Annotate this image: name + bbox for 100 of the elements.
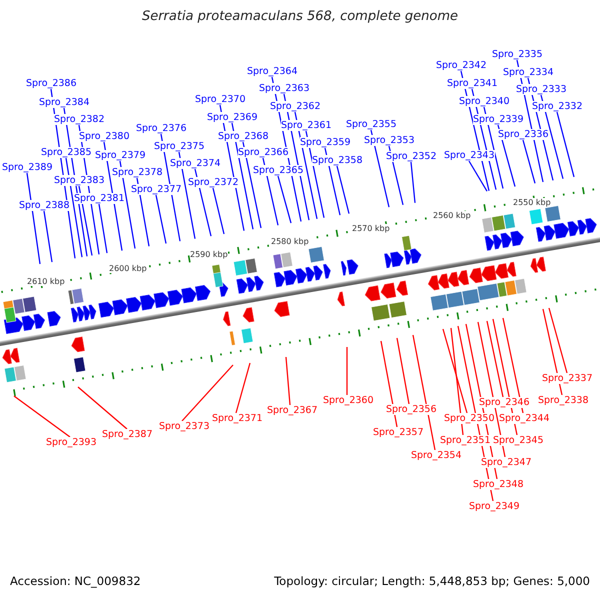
gene-label: Spro_2388 [19, 200, 70, 211]
genome-info-text: Topology: circular; Length: 5,448,853 bp; Genes: 5,000 [274, 574, 590, 588]
leader-line [43, 210, 53, 262]
leader-line [98, 204, 108, 254]
leader-line [450, 328, 464, 436]
leader-line [26, 172, 41, 264]
scale-label: 2550 kbp [513, 198, 551, 207]
gene-label: Spro_2377 [131, 184, 182, 195]
gene-label: Spro_2342 [436, 60, 486, 71]
gene-label: Spro_2351 [440, 435, 490, 446]
gene-label: Spro_2353 [364, 135, 414, 146]
leader-line [305, 130, 325, 218]
gene-label: Spro_2381 [74, 193, 124, 204]
gene-label: Spro_2339 [473, 114, 524, 125]
gene-label: Spro_2360 [323, 395, 374, 406]
leader-line [231, 122, 254, 230]
gene-label: Spro_2373 [159, 421, 210, 432]
gene-label: Spro_2337 [542, 373, 592, 384]
gene-label: Spro_2356 [386, 404, 436, 415]
gene-label: Spro_2380 [79, 131, 130, 142]
leader-line [182, 364, 234, 422]
leader-line [178, 152, 196, 239]
gene-label: Spro_2376 [136, 123, 186, 134]
gene-label: Spro_2350 [444, 413, 494, 424]
gene-label: Spro_2385 [41, 147, 92, 158]
gene-label: Spro_2370 [195, 94, 246, 105]
leader-line [522, 140, 536, 184]
scale-label: 2610 kbp [27, 277, 65, 286]
gene-label: Spro_2333 [516, 84, 566, 95]
gene-label: Spro_2379 [95, 150, 146, 161]
gene-label: Spro_2332 [532, 101, 582, 112]
gene-label: Spro_2336 [498, 129, 548, 140]
gene-label: Spro_2359 [300, 137, 350, 148]
leader-line [442, 328, 468, 414]
leader-line [486, 320, 504, 398]
gene-label: Spro_2334 [503, 67, 554, 78]
gene-label: Spro_2378 [112, 167, 162, 178]
leader-line [277, 176, 292, 224]
gene-label: Spro_2358 [312, 155, 362, 166]
leader-line [502, 318, 524, 414]
scale-label: 2570 kbp [352, 224, 390, 234]
gene-label: Spro_2383 [54, 175, 104, 186]
gene-label: Spro_2368 [218, 131, 268, 142]
gene-label: Spro_2348 [473, 479, 524, 490]
leader-line [410, 162, 416, 203]
gene-label: Spro_2365 [253, 165, 304, 176]
leader-line [14, 396, 70, 438]
gene-label: Spro_2338 [538, 395, 588, 406]
leader-line [380, 340, 398, 428]
leader-line [548, 308, 568, 374]
accession-text: Accession: NC_009832 [10, 574, 141, 588]
scale-label: 2600 kbp [109, 264, 147, 273]
leader-line [65, 158, 83, 258]
leader-line [412, 334, 436, 450]
leader-line [136, 178, 150, 246]
scale-label: 2560 kbp [433, 210, 471, 220]
leader-line [556, 112, 575, 178]
leader-line [285, 356, 291, 406]
scale-label: 2580 kbp [271, 237, 309, 246]
leader-line [396, 338, 410, 404]
gene-label: Spro_2369 [207, 112, 258, 123]
gene-label: Spro_2352 [386, 151, 436, 162]
leader-line [542, 308, 563, 396]
gene-label: Spro_2341 [447, 78, 498, 89]
gene-label: Spro_2347 [481, 457, 532, 468]
leader-line [212, 188, 225, 234]
gene-label: Spro_2386 [26, 78, 76, 89]
leader-line [336, 166, 350, 214]
gene-label: Spro_2363 [259, 83, 310, 94]
leader-line [468, 160, 488, 192]
gene-label: Spro_2349 [469, 501, 520, 512]
gene-label: Spro_2387 [102, 429, 152, 440]
gene-label: Spro_2346 [479, 397, 530, 408]
gene-label: Spro_2364 [247, 66, 298, 77]
gene-label: Spro_2372 [188, 177, 238, 188]
gene-label: Spro_2366 [238, 147, 288, 158]
gene-label: Spro_2355 [346, 119, 396, 130]
leader-line [155, 194, 167, 244]
gene-label: Spro_2335 [492, 49, 542, 60]
gene-label: Spro_2362 [270, 101, 320, 112]
gene-label: Spro_2375 [154, 141, 204, 152]
gene-label: Spro_2384 [39, 97, 90, 108]
title: Serratia proteamaculans 568, complete genome [140, 9, 460, 24]
leader-line [78, 386, 128, 430]
leader-line [119, 160, 136, 249]
gene-label: Spro_2340 [459, 96, 510, 107]
gene-label: Spro_2374 [170, 158, 220, 169]
leader-line [540, 94, 564, 179]
gene-label: Spro_2393 [46, 437, 96, 448]
gene-label: Spro_2344 [499, 413, 550, 424]
gene-label: Spro_2343 [444, 150, 494, 161]
gene-label: Spro_2382 [54, 114, 104, 125]
gene-label: Spro_2361 [281, 120, 332, 131]
gene-label: Spro_2357 [373, 427, 424, 438]
gene-label: Spro_2389 [2, 162, 52, 173]
gene-label: Spro_2354 [411, 450, 462, 461]
scale-label: 2590 kbp [190, 250, 228, 260]
leader-line [242, 142, 262, 228]
leader-line [370, 130, 390, 208]
gene-label: Spro_2367 [267, 405, 318, 416]
